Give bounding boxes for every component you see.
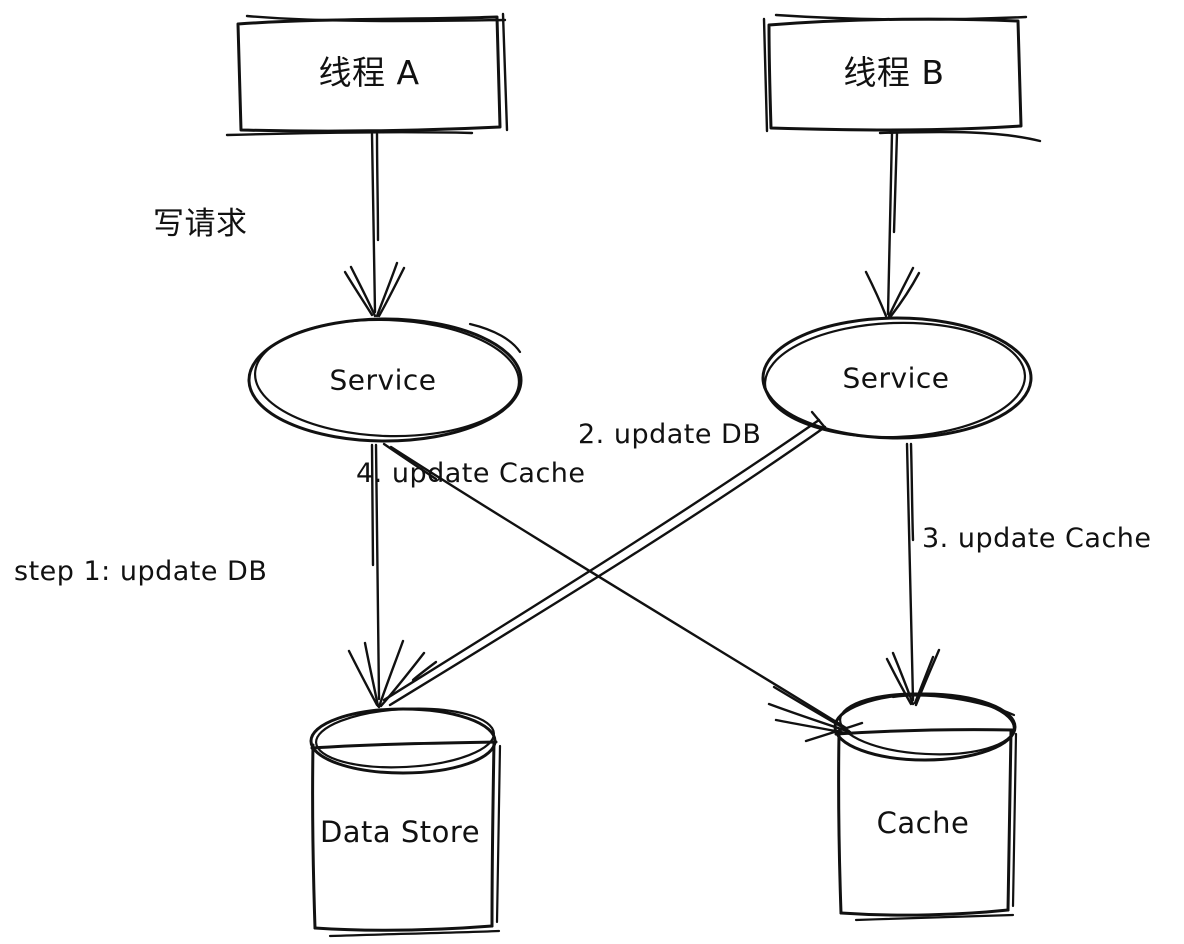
service-right-ellipse (761, 316, 1033, 440)
step4-label: 4. update Cache (356, 458, 586, 489)
service-right-label: Service (842, 361, 950, 395)
arrow-thread-b-to-service (864, 131, 921, 318)
step3-label: 3. update Cache (922, 523, 1152, 554)
datastore-label: Data Store (319, 815, 481, 850)
step1-label: step 1: update DB (14, 556, 268, 587)
write-request-label: 写请求 (153, 206, 248, 242)
cache-cylinder (833, 692, 1018, 922)
thread-b-label: 线程 B (843, 52, 945, 92)
arrow-service-right-to-cache (885, 442, 941, 707)
thread-b-box (762, 13, 1042, 143)
service-left-ellipse (247, 317, 523, 443)
cache-label: Cache (876, 806, 970, 841)
thread-a-label: 线程 A (318, 52, 420, 92)
step2-label: 2. update DB (578, 419, 762, 450)
datastore-cylinder (309, 707, 502, 938)
service-left-label: Service (329, 363, 437, 397)
arrow-service-left-to-datastore (347, 443, 438, 709)
arrow-thread-a-to-service (343, 132, 406, 318)
thread-a-box (225, 12, 509, 137)
arrow-service-right-to-datastore (382, 410, 829, 707)
